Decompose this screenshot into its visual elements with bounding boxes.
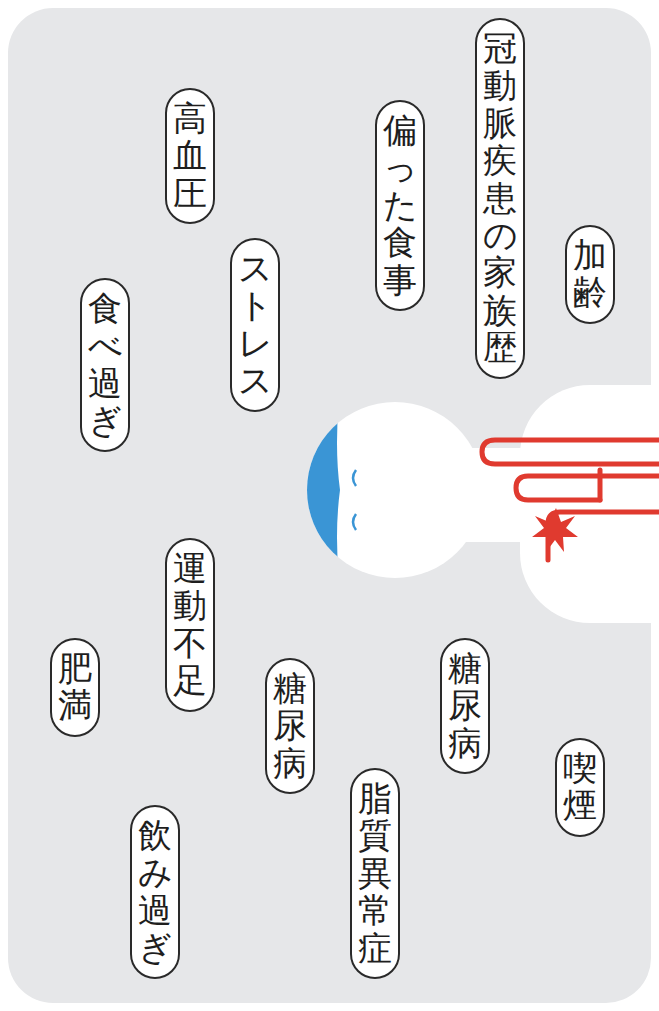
risk-factor-pill: 糖尿病 bbox=[265, 658, 315, 794]
risk-factor-pill: 食べ過ぎ bbox=[80, 278, 130, 452]
risk-factor-pill: 運動不足 bbox=[165, 538, 215, 712]
risk-factor-label: 肥満 bbox=[58, 650, 92, 725]
risk-factor-label: 運動不足 bbox=[173, 550, 207, 700]
risk-factor-pill: 肥満 bbox=[50, 638, 100, 737]
risk-factor-label: 偏った食事 bbox=[383, 112, 417, 299]
blood-vessels bbox=[482, 440, 659, 560]
risk-factor-pill: 飲み過ぎ bbox=[130, 805, 180, 979]
risk-factor-label: ストレス bbox=[238, 250, 272, 400]
risk-factor-pill: 喫煙 bbox=[555, 738, 605, 837]
risk-factor-label: 糖尿病 bbox=[273, 670, 307, 782]
body-shape bbox=[520, 385, 659, 623]
risk-factor-label: 食べ過ぎ bbox=[88, 290, 122, 440]
risk-factor-pill: 糖尿病 bbox=[440, 638, 490, 774]
hair-shape bbox=[300, 390, 340, 590]
risk-factor-pill: 冠動脈疾患の家族歴 bbox=[475, 18, 525, 379]
risk-factor-label: 飲み過ぎ bbox=[138, 817, 172, 967]
risk-factor-pill: 脂質異常症 bbox=[350, 768, 400, 979]
eye bbox=[353, 514, 356, 530]
risk-factor-label: 高血圧 bbox=[173, 100, 207, 212]
risk-factor-label: 加齢 bbox=[573, 237, 607, 312]
risk-factor-label: 喫煙 bbox=[563, 750, 597, 825]
risk-factor-pill: 加齢 bbox=[565, 225, 615, 324]
eye bbox=[353, 470, 356, 486]
risk-factor-label: 冠動脈疾患の家族歴 bbox=[483, 30, 517, 367]
risk-factor-label: 脂質異常症 bbox=[358, 780, 392, 967]
burst-mark bbox=[532, 508, 578, 552]
risk-factor-pill: ストレス bbox=[230, 238, 280, 412]
risk-factor-pill: 高血圧 bbox=[165, 88, 215, 224]
risk-factor-label: 糖尿病 bbox=[448, 650, 482, 762]
risk-factor-pill: 偏った食事 bbox=[375, 100, 425, 311]
